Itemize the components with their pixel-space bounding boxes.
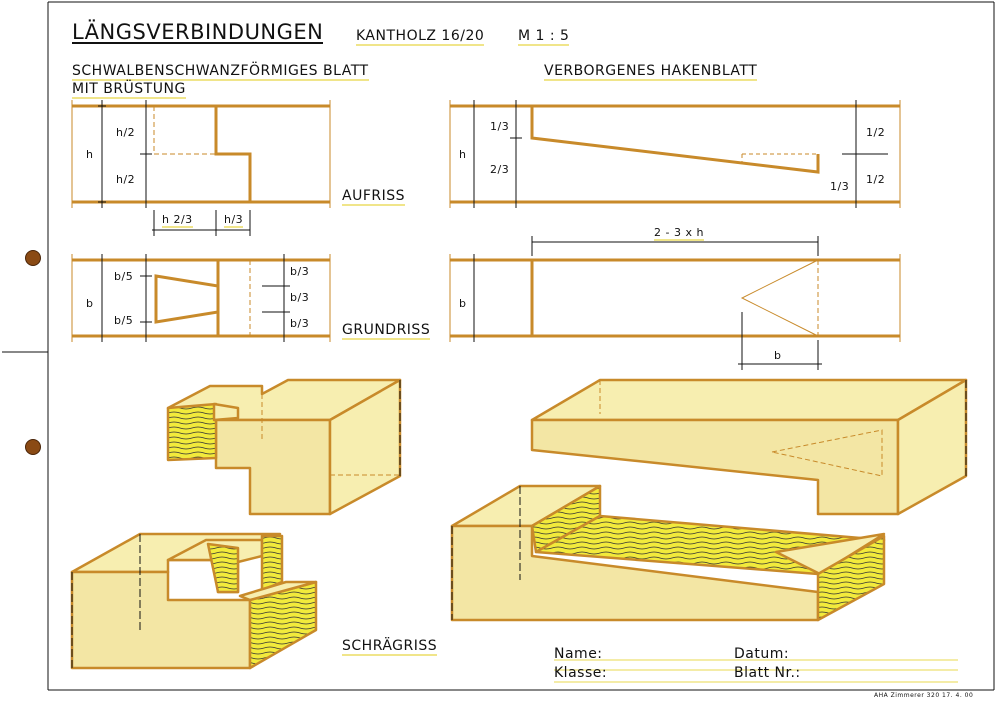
punch-hole-top	[25, 250, 41, 266]
footer-credit: AHA Zimmerer 320 17. 4. 00	[874, 692, 974, 699]
dim-right-b: b	[459, 297, 467, 310]
dim-b5-bottom: b/5	[114, 314, 134, 327]
dim-b3-3: b/3	[290, 317, 310, 330]
form-date-label: Datum:	[734, 646, 790, 662]
view-plan-label: GRUNDRISS	[342, 322, 431, 340]
sheet-frame	[2, 1, 995, 691]
left-elevation	[71, 100, 331, 236]
form-name-label: Name:	[554, 646, 603, 662]
dim-h-two-thirds: h 2/3	[162, 213, 193, 228]
left-joint-name-line1: SCHWALBENSCHWANZFÖRMIGES BLATT	[72, 63, 369, 81]
dim-b3-2: b/3	[290, 291, 310, 304]
sheet-title: LÄNGSVERBINDUNGEN	[72, 20, 324, 44]
dim-right-half-top: 1/2	[866, 126, 886, 139]
dim-right-half-bottom: 1/2	[866, 173, 886, 186]
right-oblique-upper	[530, 378, 968, 516]
dim-b5-top: b/5	[114, 270, 134, 283]
right-plan	[449, 236, 901, 370]
dim-right-third-hook: 1/3	[830, 180, 850, 193]
dim-h-half-bottom: h/2	[116, 173, 136, 186]
left-plan	[71, 254, 331, 342]
left-oblique-upper	[166, 378, 402, 516]
material-label: KANTHOLZ 16/20	[356, 28, 485, 46]
form-class-label: Klasse:	[554, 665, 608, 681]
right-joint-name: VERBORGENES HAKENBLATT	[544, 63, 758, 81]
dim-b3-1: b/3	[290, 265, 310, 278]
dim-right-third-top: 1/3	[490, 120, 510, 133]
dim-right-two-thirds: 2/3	[490, 163, 510, 176]
view-elevation-label: AUFRISS	[342, 188, 406, 206]
left-oblique-lower	[70, 532, 318, 670]
dim-hook-length: 2 - 3 x h	[654, 226, 704, 241]
dim-h-third: h/3	[224, 213, 244, 228]
view-oblique-label: SCHRÄGRISS	[342, 638, 438, 656]
right-oblique-lower	[450, 484, 886, 622]
dim-h-half-top: h/2	[116, 126, 136, 139]
dim-b: b	[86, 297, 94, 310]
left-joint-name-line2: MIT BRÜSTUNG	[72, 81, 186, 99]
scale-label: M 1 : 5	[518, 28, 570, 46]
dim-right-h: h	[459, 148, 467, 161]
form-lines	[554, 659, 958, 683]
punch-hole-bottom	[25, 439, 41, 455]
dim-h: h	[86, 148, 94, 161]
right-elevation	[449, 100, 901, 208]
dim-right-b-hook: b	[774, 349, 782, 362]
form-sheet-no-label: Blatt Nr.:	[734, 665, 801, 681]
